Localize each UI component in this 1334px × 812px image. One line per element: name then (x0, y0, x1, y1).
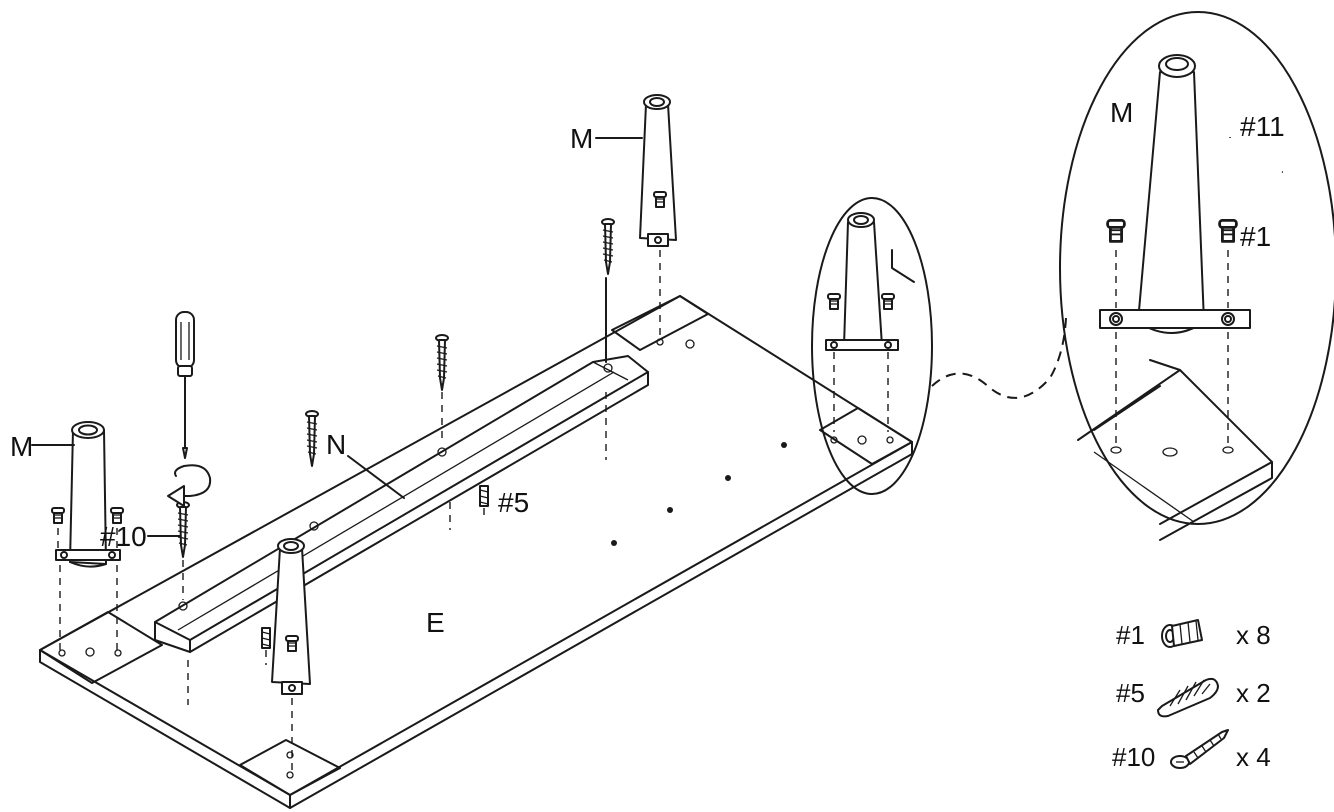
leg-back (639, 94, 677, 336)
hardware-id: #10 (1112, 742, 1155, 772)
screw-icon (1170, 729, 1229, 769)
hardware-list: #1 x 8 #5 x 2 #10 (1112, 619, 1271, 772)
bolt-icon (1161, 619, 1203, 648)
hardware-item-dowel: #5 x 2 (1116, 677, 1271, 718)
leg-label-detail: M (1110, 97, 1133, 128)
leg-left (51, 421, 124, 650)
hardware-id: #1 (1116, 620, 1145, 650)
leg-label-left: M (10, 431, 33, 462)
screw-callout-label: #10 (100, 521, 147, 552)
hardware-id: #5 (1116, 678, 1145, 708)
leader-lines (31, 137, 643, 537)
hardware-item-bolt: #1 x 8 (1116, 619, 1271, 650)
leg-label-back: M (570, 123, 593, 154)
detail-connector-line (931, 317, 1067, 399)
rotate-arrow-icon (167, 464, 212, 507)
rail-label: N (326, 429, 346, 460)
allen-key-callout-label: #11 (1240, 111, 1285, 142)
screwdriver-icon (175, 311, 195, 459)
hardware-qty: x 2 (1236, 678, 1271, 708)
hardware-qty: x 4 (1236, 742, 1271, 772)
leg-front (271, 538, 311, 770)
tabletop (39, 295, 913, 809)
detail-callout-small (811, 197, 933, 495)
hardware-item-screw: #10 x 4 (1112, 729, 1271, 772)
rail-screws (176, 218, 615, 705)
hardware-qty: x 8 (1236, 620, 1271, 650)
dowel-parts (261, 485, 489, 665)
dowel-icon (1157, 677, 1219, 718)
detail-callout-large (1059, 11, 1334, 541)
tabletop-label: E (426, 607, 445, 638)
bolt-callout-label: #1 (1240, 221, 1271, 252)
dowel-callout-label: #5 (498, 487, 529, 518)
